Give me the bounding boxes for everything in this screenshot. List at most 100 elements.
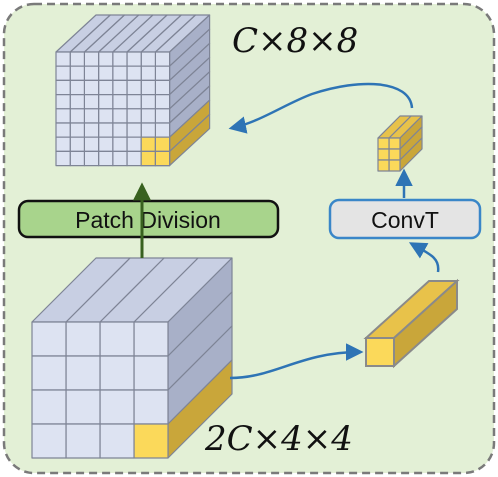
- tensor-cell: [99, 423, 135, 459]
- tensor-cell: [99, 389, 135, 425]
- cell-front-face: [154, 65, 171, 82]
- cell-front-face: [112, 136, 128, 152]
- tensor-cell: [126, 79, 142, 96]
- cell-front-face: [97, 93, 114, 110]
- cell-front-face: [112, 122, 128, 138]
- cell-front-face: [83, 93, 100, 110]
- tensor-cell: [126, 150, 142, 167]
- cell-front-face: [126, 136, 142, 152]
- tensor-cell: [140, 79, 156, 96]
- cell-front-face: [83, 136, 100, 152]
- blue-arrow-to-convt: [408, 242, 440, 273]
- cell-front-face: [126, 79, 142, 96]
- tensor-cell: [55, 136, 71, 152]
- cell-front-face: [83, 51, 100, 67]
- cell-front-face: [112, 150, 128, 167]
- cell-front-face: [55, 93, 71, 110]
- tensor-cell: [65, 355, 101, 391]
- tensor-cell: [112, 65, 128, 82]
- tensor-cell: [112, 136, 128, 152]
- cell-front-face: [97, 51, 114, 67]
- cell-front-face: [388, 159, 401, 172]
- highlighted-cell-front: [154, 136, 171, 152]
- top-tensor-grid: [55, 14, 211, 167]
- tensor-cell: [83, 122, 100, 138]
- tensor-cell: [83, 108, 100, 124]
- cell-front-face: [112, 108, 128, 124]
- tensor-cell: [154, 85, 211, 138]
- cell-front-face: [377, 159, 390, 172]
- tensor-cell: [97, 93, 114, 110]
- tensor-cell: [69, 150, 86, 167]
- cell-front-face: [69, 122, 86, 138]
- cell-front-face: [154, 108, 171, 124]
- tensor-cell: [140, 93, 156, 110]
- cell-front-face: [55, 122, 71, 138]
- bottom-tensor-grid: [31, 257, 233, 459]
- cell-front-face: [377, 137, 390, 150]
- tensor-cell: [154, 71, 211, 124]
- output-patch-cell: [388, 115, 423, 150]
- tensor-cell: [55, 14, 111, 67]
- tensor-cell: [112, 122, 128, 138]
- cell-front-face: [69, 51, 86, 67]
- cell-front-face: [99, 321, 135, 357]
- tensor-cell: [126, 122, 142, 138]
- tensor-cell: [55, 65, 71, 82]
- convt-box: ConvT: [328, 198, 482, 240]
- tensor-cell: [65, 389, 101, 425]
- cell-front-face: [133, 355, 169, 391]
- cell-front-face: [83, 122, 100, 138]
- tensor-cell: [112, 150, 128, 167]
- cell-front-face: [97, 136, 114, 152]
- tensor-cell: [69, 93, 86, 110]
- tensor-cell: [99, 355, 135, 391]
- cell-front-face: [69, 93, 86, 110]
- tensor-cell: [126, 65, 142, 82]
- cell-front-face: [97, 122, 114, 138]
- cell-front-face: [140, 65, 156, 82]
- cell-front-face: [83, 65, 100, 82]
- bottom-tensor-dimension-label: 2C×4×4: [204, 419, 353, 459]
- tensor-cell: [112, 93, 128, 110]
- highlighted-cell-front: [154, 150, 171, 167]
- tensor-cell: [65, 423, 101, 459]
- cell-front-face: [69, 136, 86, 152]
- cell-front-face: [140, 122, 156, 138]
- tensor-cell: [140, 122, 156, 138]
- tensor-cell: [112, 79, 128, 96]
- output-patch-cell: [388, 137, 423, 172]
- tensor-cell: [126, 93, 142, 110]
- tensor-cell: [126, 136, 142, 152]
- cell-front-face: [55, 51, 71, 67]
- tensor-cell: [31, 355, 67, 391]
- cell-front-face: [69, 65, 86, 82]
- tensor-cell: [97, 108, 114, 124]
- cell-front-face: [69, 108, 86, 124]
- tensor-cell: [31, 423, 67, 459]
- tensor-cell: [97, 122, 114, 138]
- top-tensor-dimension-label: C×8×8: [232, 21, 358, 61]
- output-patch-cell: [377, 148, 390, 161]
- tensor-cell: [55, 79, 71, 96]
- cell-front-face: [154, 93, 171, 110]
- tensor-cell: [55, 108, 71, 124]
- convt-output-patch: [377, 115, 423, 172]
- patch-division-label: Patch Division: [75, 207, 221, 233]
- tensor-cell: [69, 79, 86, 96]
- tensor-cell: [133, 257, 233, 357]
- tensor-cell: [97, 136, 114, 152]
- cell-front-face: [140, 51, 156, 67]
- highlighted-cell-front: [140, 136, 156, 152]
- tensor-cell: [97, 150, 114, 167]
- blue-arrow-to-bar: [229, 343, 364, 380]
- tensor-cell: [112, 108, 128, 124]
- patch-division-box: Patch Division: [17, 199, 280, 239]
- output-patch-cell: [377, 159, 390, 172]
- tensor-cell: [133, 291, 233, 391]
- blue-arrow-to-top-tensor: [228, 82, 414, 134]
- cell-front-face: [126, 51, 142, 67]
- cell-front-face: [140, 108, 156, 124]
- cell-front-face: [55, 150, 71, 167]
